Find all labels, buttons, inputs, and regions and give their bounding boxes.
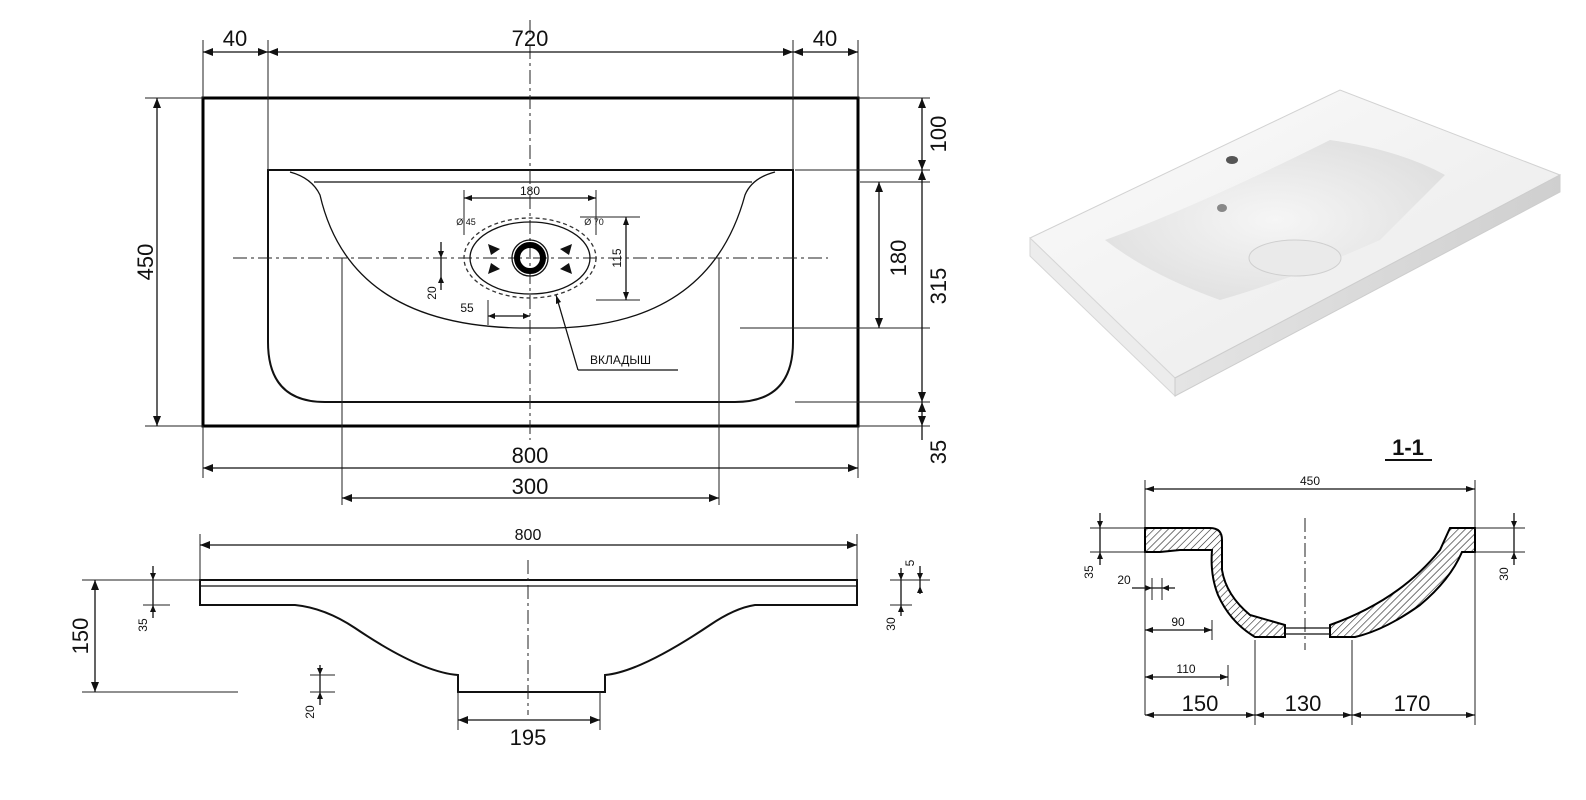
dim-side-width: 800: [515, 527, 542, 544]
dim-side-right-thickness: 30: [884, 617, 898, 631]
dim-section-inner-110: 110: [1176, 662, 1195, 676]
overflow-hole-icon: [1217, 204, 1227, 212]
label-insert: ВКЛАДЫШ: [590, 353, 651, 367]
drain-cover-icon: [1248, 239, 1342, 277]
dim-inner-width: 720: [512, 26, 549, 51]
dim-side-base: 195: [510, 725, 547, 750]
bowl-curve: [289, 171, 776, 329]
dim-section-width: 450: [1300, 474, 1320, 488]
dim-top-offset: 100: [926, 116, 951, 153]
dim-section-left-top: 35: [1082, 565, 1096, 579]
drain-icon: [514, 242, 546, 274]
inner-basin-outline: [267, 169, 794, 403]
label-d45: Ø 45: [456, 217, 476, 227]
dim-tap-span: 180: [520, 184, 540, 198]
dim-section-left-wall: 20: [1117, 573, 1131, 587]
dim-drain-offset-y: 20: [425, 286, 439, 300]
dim-section-right-top: 30: [1497, 567, 1511, 581]
dim-depth: 450: [133, 244, 158, 281]
dim-total-width: 800: [512, 443, 549, 468]
dim-tap-height: 115: [610, 248, 624, 267]
dim-side-right-small: 5: [903, 559, 917, 566]
section-right-wall: [1329, 527, 1476, 638]
dim-right-margin: 40: [813, 26, 837, 51]
dim-rim: 35: [926, 440, 951, 464]
insert-outline-d70: [463, 217, 597, 299]
section-title: 1-1: [1392, 435, 1424, 460]
sink-render: [1029, 89, 1562, 398]
insert-outline-d45: [469, 221, 591, 295]
dim-bowl-width: 300: [512, 474, 549, 499]
tap-hole-icon: [1226, 156, 1238, 164]
label-d70: Ø 70: [584, 217, 604, 227]
dim-bowl-depth: 180: [886, 240, 911, 277]
dim-section-seg-3: 170: [1394, 691, 1431, 716]
dim-section-inner-90: 90: [1171, 615, 1185, 629]
side-view: 800 150 35 30 5 20 1: [68, 527, 930, 750]
dim-section-seg-2: 130: [1285, 691, 1322, 716]
dim-front: 315: [926, 268, 951, 305]
top-view: 40 720 40 450 180 100 315 35 800 300 180: [133, 20, 951, 505]
section-left-wall: [1144, 527, 1286, 638]
drain-ring: [511, 239, 549, 277]
dim-section-seg-1: 150: [1182, 691, 1219, 716]
dim-side-height: 150: [68, 618, 93, 655]
dim-side-bottom: 20: [303, 705, 317, 719]
side-profile: [199, 579, 858, 693]
section-1-1: 1-1 450 35 20 30: [1082, 435, 1525, 725]
dim-drain-offset-x: 55: [460, 301, 474, 315]
dim-left-margin: 40: [223, 26, 247, 51]
dim-side-top: 35: [136, 618, 150, 632]
